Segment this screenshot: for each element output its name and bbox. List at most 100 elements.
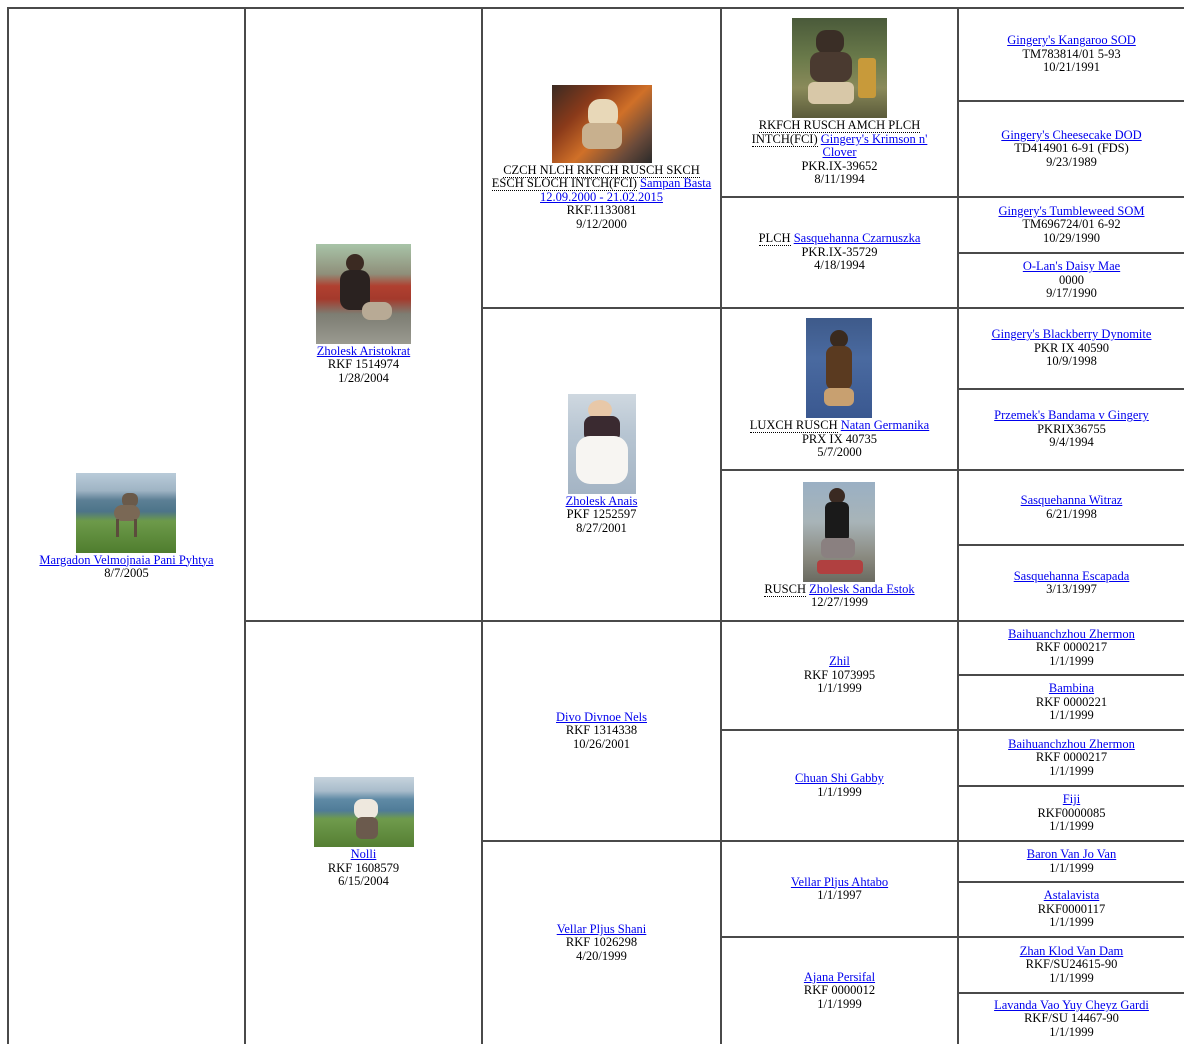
dog-dob: 6/21/1998 [1046,506,1097,521]
dog-entry: Baron Van Jo Van 1/1/1999 [1026,847,1117,875]
dog-entry: Chuan Shi Gabby 1/1/1999 [795,771,884,799]
dog-reg: RKF 0000217 [1035,750,1108,765]
gen3-cell: Divo Divnoe Nels RKF 1314338 10/26/2001 [483,622,720,840]
dog-link[interactable]: Zholesk Aristokrat [316,343,411,358]
dog-link[interactable]: Baron Van Jo Van [1026,847,1117,861]
dog-reg: RKF.1133081 [566,203,637,218]
dog-dob: 8/11/1994 [814,172,865,187]
dog-link[interactable]: Baihuanchzhou Zhermon [1008,626,1135,641]
dog-reg: PKR IX 40590 [1033,340,1109,355]
dog-entry: Divo Divnoe Nels RKF 1314338 10/26/2001 [556,709,647,752]
dog-entry: Baihuanchzhou Zhermon RKF 0000217 1/1/19… [1008,736,1135,779]
dog-link[interactable]: Vellar Pljus Ahtabo [790,874,889,889]
dog-link[interactable]: Zhil [829,654,850,669]
dog-reg: RKF/SU24615-90 [1025,957,1118,972]
dog-reg: PRX IX 40735 [801,431,877,446]
dog-dob: 10/9/1998 [1046,354,1097,369]
dog-entry: RUSCH Zholesk Sanda Estok 12/27/1999 [764,481,915,610]
dog-link[interactable]: Natan Germanika [840,418,930,433]
dog-photo[interactable] [551,84,652,163]
dog-link[interactable]: Ajana Persifal [803,969,876,984]
dog-link[interactable]: Lavanda Vao Yuy Cheyz Gardi [994,997,1149,1012]
dog-link[interactable]: Baihuanchzhou Zhermon [1008,736,1135,751]
dog-link[interactable]: Gingery's Cheesecake DOD [1001,127,1142,142]
gen4-cell: Zhil RKF 1073995 1/1/1999 [722,622,957,729]
gen5-cell: Zhan Klod Van Dam RKF/SU24615-90 1/1/199… [959,938,1184,992]
dog-link[interactable]: Gingery's Tumbleweed SOM [998,203,1145,218]
dog-title: LUXCH RUSCH [749,418,838,434]
dog-link[interactable]: Nolli [350,847,377,862]
dog-link[interactable]: O-Lan's Daisy Mae [1022,259,1121,274]
dog-dob: 10/29/1990 [1043,230,1100,245]
dog-entry: Vellar Pljus Shani RKF 1026298 4/20/1999 [556,921,647,964]
row-divider [481,840,1184,842]
dog-photo[interactable] [313,777,414,848]
dog-link[interactable]: Zholesk Anais [565,493,638,508]
row-divider [957,100,1184,102]
gen5-cell: Gingery's Cheesecake DOD TD414901 6-91 (… [959,102,1184,196]
dog-link[interactable]: Sasquehanna Witraz [1020,493,1123,507]
dog-link[interactable]: Fiji [1062,792,1081,807]
row-divider [957,674,1184,676]
table-border-top [7,7,1184,9]
dog-link[interactable]: Gingery's Krimson n' Clover [820,131,928,160]
dog-link[interactable]: Chuan Shi Gabby [795,771,884,785]
dog-link[interactable]: Divo Divnoe Nels [556,709,647,724]
dog-photo[interactable] [803,481,876,582]
dog-entry: Margadon Velmojnaia Pani Pyhtya 8/7/2005 [39,472,214,581]
dog-link[interactable]: Margadon Velmojnaia Pani Pyhtya [39,552,214,567]
dog-entry: Gingery's Tumbleweed SOM TM696724/01 6-9… [998,203,1145,246]
col-divider [244,7,246,1044]
dog-entry: Fiji RKF0000085 1/1/1999 [1037,793,1105,834]
dog-reg: RKF0000117 [1037,901,1106,916]
dog-entry: Vellar Pljus Ahtabo 1/1/1997 [790,874,889,903]
row-divider [957,785,1184,787]
dog-dob: 12/27/1999 [811,595,868,609]
dog-link[interactable]: Astalavista [1043,888,1100,903]
gen4-cell: PLCH Sasquehanna Czarnuszka PKR.IX-35729… [722,198,957,307]
dog-entry: RKFCH RUSCH AMCH PLCH INTCH(FCI) Gingery… [737,18,942,187]
dog-dob: 3/13/1997 [1046,582,1097,596]
dog-reg: RKF0000085 [1037,805,1106,820]
gen5-cell: Fiji RKF0000085 1/1/1999 [959,787,1184,840]
col-divider [481,7,483,1044]
gen1-cell: Margadon Velmojnaia Pani Pyhtya 8/7/2005 [9,9,244,1044]
dog-link[interactable]: Bambina [1048,681,1095,696]
dog-link[interactable]: Gingery's Blackberry Dynomite [991,327,1152,342]
dog-link[interactable]: Zhan Klod Van Dam [1019,943,1124,958]
dog-link[interactable]: Sasquehanna Escapada [1013,568,1130,583]
row-divider [720,469,1184,471]
dog-photo[interactable] [76,472,177,553]
gen5-cell: Baihuanchzhou Zhermon RKF 0000217 1/1/19… [959,731,1184,785]
dog-entry: Bambina RKF 0000221 1/1/1999 [1036,682,1107,723]
gen5-cell: Baron Van Jo Van 1/1/1999 [959,842,1184,881]
dog-reg: TM783814/01 5-93 [1022,46,1121,61]
dog-link[interactable]: Sampan Basta 12.09.2000 - 21.02.2015 [540,176,712,204]
dog-photo[interactable] [316,243,411,344]
gen5-cell: Gingery's Blackberry Dynomite PKR IX 405… [959,309,1184,388]
gen4-cell: Chuan Shi Gabby 1/1/1999 [722,731,957,840]
dog-photo[interactable] [567,393,636,494]
dog-link[interactable]: Sasquehanna Czarnuszka [793,231,921,246]
gen5-cell: Sasquehanna Witraz 6/21/1998 [959,471,1184,544]
dog-link[interactable]: Zholesk Sanda Estok [809,581,915,596]
row-divider [957,388,1184,390]
dog-reg: RKF 1514974 [327,357,400,372]
dog-dob: 1/1/1999 [1049,1024,1094,1039]
dog-link[interactable]: Przemek's Bandama v Gingery [994,408,1149,423]
row-divider [957,881,1184,883]
dog-dob: 9/17/1990 [1046,286,1097,301]
dog-dob: 9/12/2000 [576,216,627,231]
dog-reg: PKR.IX-35729 [801,244,878,259]
dog-link[interactable]: Vellar Pljus Shani [556,921,647,936]
dog-reg: RKF 1314338 [565,723,638,738]
dog-photo[interactable] [806,318,873,419]
dog-photo[interactable] [792,18,887,119]
dog-reg: RKF 1073995 [803,667,876,682]
col-divider [7,7,9,1044]
dog-dob: 1/1/1999 [1049,653,1094,668]
dog-dob: 1/1/1999 [1049,860,1094,875]
dog-link[interactable]: Gingery's Kangaroo SOD [1007,33,1136,48]
dog-reg: PKRIX36755 [1037,421,1106,436]
